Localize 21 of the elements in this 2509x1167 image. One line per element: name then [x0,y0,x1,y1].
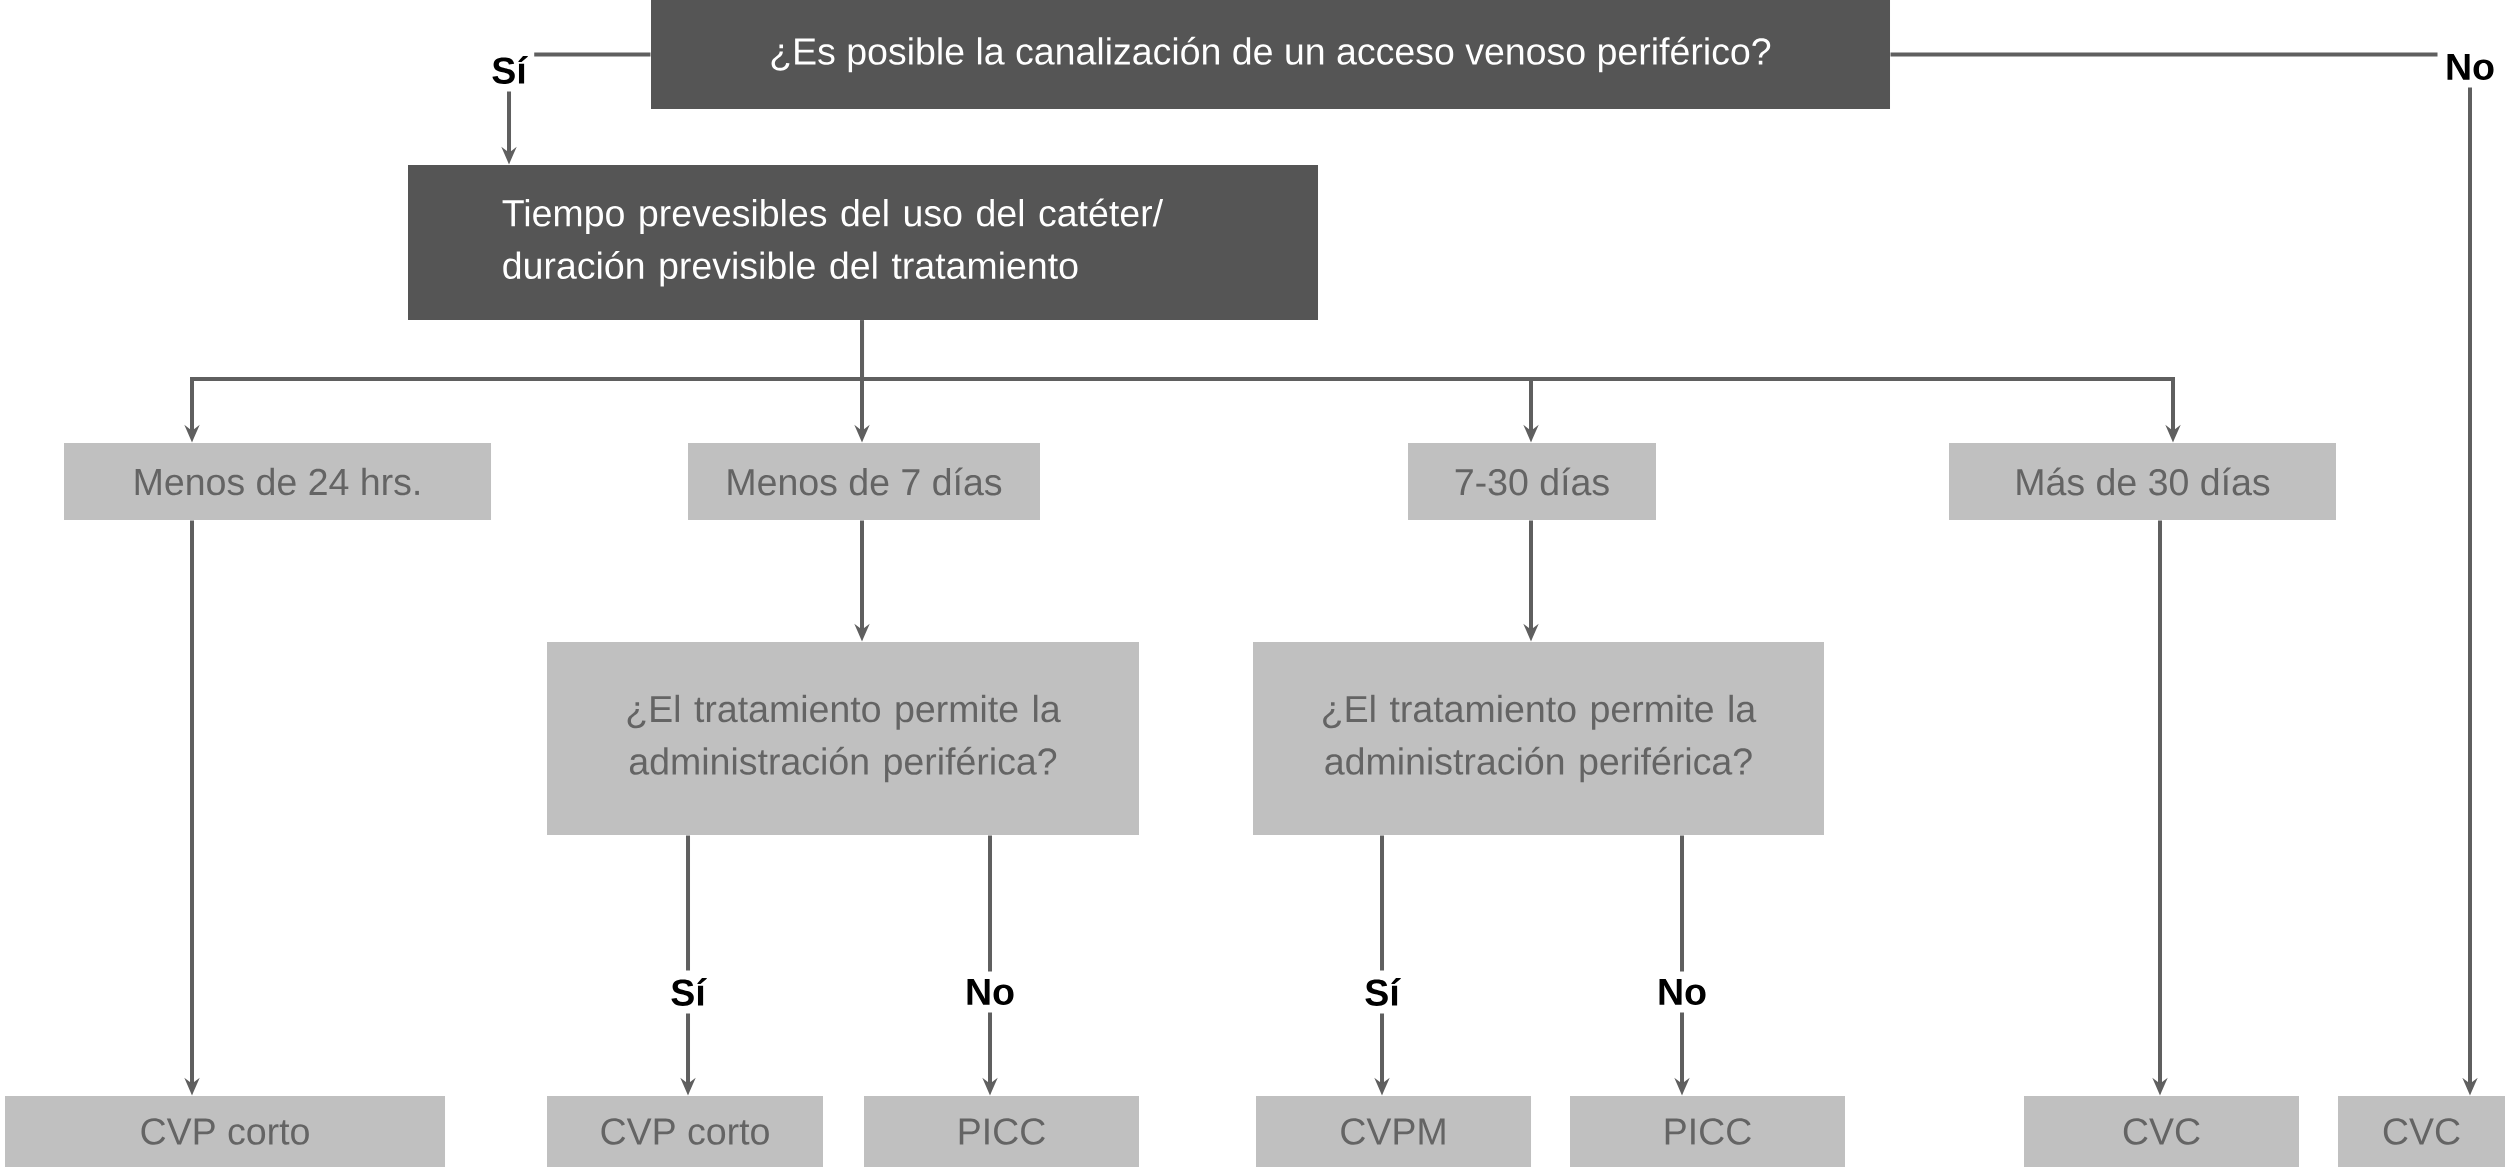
edge-label: No [1649,971,1715,1013]
duration-box: 7-30 días [1408,443,1656,520]
question-box: ¿El tratamiento permite la administración periférica? [547,642,1139,835]
duration-box: Menos de 24 hrs. [64,443,491,520]
edge-label: Sí [1356,970,1408,1014]
result-box: PICC [1570,1096,1845,1167]
edge-label: Sí [662,970,714,1014]
question-box: ¿El tratamiento permite la administración periférica? [1253,642,1824,835]
result-box: CVP corto [547,1096,823,1167]
result-box: CVPM [1256,1096,1531,1167]
result-box: CVP corto [5,1096,445,1167]
result-box: CVC [2024,1096,2299,1167]
edge-label: Sí [483,48,535,92]
result-box: CVC [2338,1096,2505,1167]
duration-box: Más de 30 días [1949,443,2336,520]
process-box: Tiempo prevesibles del uso del catéter/ duración previsible del tratamiento [408,165,1318,320]
duration-box: Menos de 7 días [688,443,1040,520]
edge-label: No [2437,46,2503,88]
question-box: ¿Es posible la canalización de un acceso venoso periférico? [651,0,1890,109]
result-box: PICC [864,1096,1139,1167]
edge-label: No [957,971,1023,1013]
